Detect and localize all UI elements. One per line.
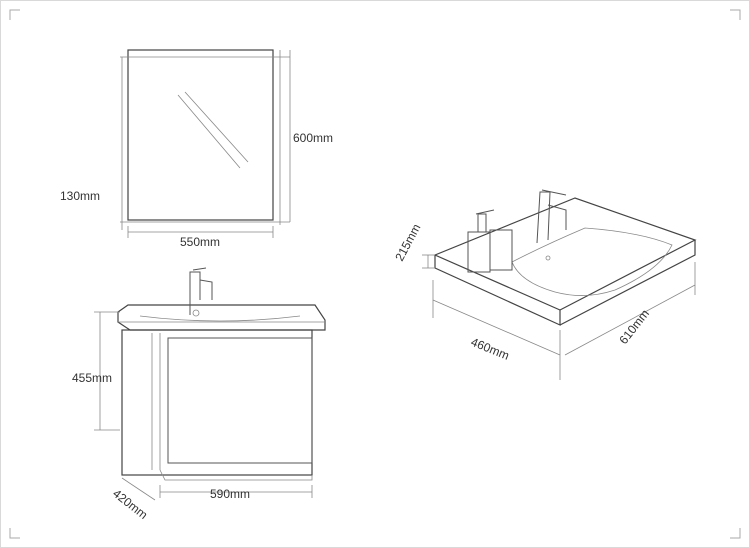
basin-depth-label: 460mm [469,335,511,363]
mirror-width-dimension [127,226,274,238]
vanity-cabinet [117,267,326,481]
mirror-width-label: 550mm [180,235,220,249]
vanity-height-label: 455mm [72,371,112,385]
vanity-dimensions [94,311,313,501]
vanity-width-label: 590mm [210,487,250,501]
mirror-height-label: 600mm [293,131,333,145]
basin-height-label: 215mm [392,222,423,264]
crop-marks [9,9,741,539]
mirror-depth-label: 130mm [60,189,100,203]
basin-dimensions [422,254,696,380]
mirror-cabinet [120,49,291,230]
vanity-depth-label: 420mm [110,486,150,522]
basin-top [433,189,697,326]
basin-width-label: 610mm [616,307,652,347]
